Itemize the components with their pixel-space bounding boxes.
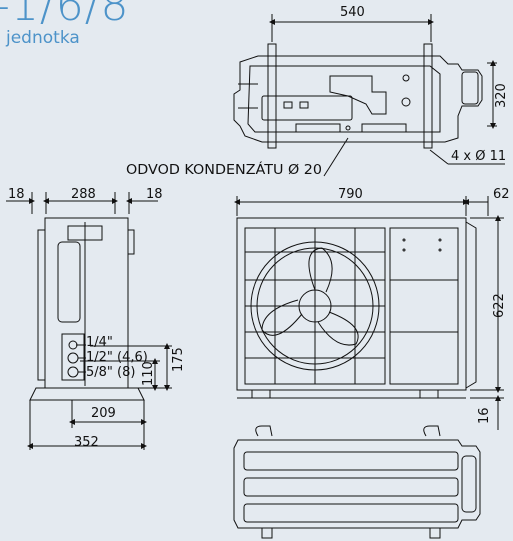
dim-352: 352: [74, 435, 99, 450]
dim-16: 16: [477, 407, 492, 424]
top-view: [233, 14, 505, 177]
holes-label: 4 x Ø 11: [451, 149, 506, 164]
drain-label: ODVOD KONDENZÁTU Ø 20: [126, 162, 322, 178]
pipe-label-3: 5/8" (8): [86, 365, 135, 380]
dim-288: 288: [71, 187, 96, 202]
dim-622: 622: [492, 293, 507, 318]
dim-18-left: 18: [8, 187, 25, 202]
page-title: -1/6/8: [0, 0, 130, 31]
dim-18-right: 18: [146, 187, 163, 202]
dim-790: 790: [338, 187, 363, 202]
dim-320: 320: [494, 83, 509, 108]
dim-209: 209: [91, 406, 116, 421]
dim-175: 175: [171, 347, 186, 372]
dim-110: 110: [141, 361, 156, 386]
side-view: [6, 192, 172, 450]
front-view: [234, 196, 504, 430]
dim-62: 62: [493, 187, 510, 202]
page-subtitle: jednotka: [6, 28, 80, 48]
pipe-label-2: 1/2" (4,6): [86, 350, 148, 365]
bottom-view: [233, 425, 481, 539]
dim-540: 540: [340, 5, 365, 20]
pipe-label-1: 1/4": [86, 335, 113, 350]
